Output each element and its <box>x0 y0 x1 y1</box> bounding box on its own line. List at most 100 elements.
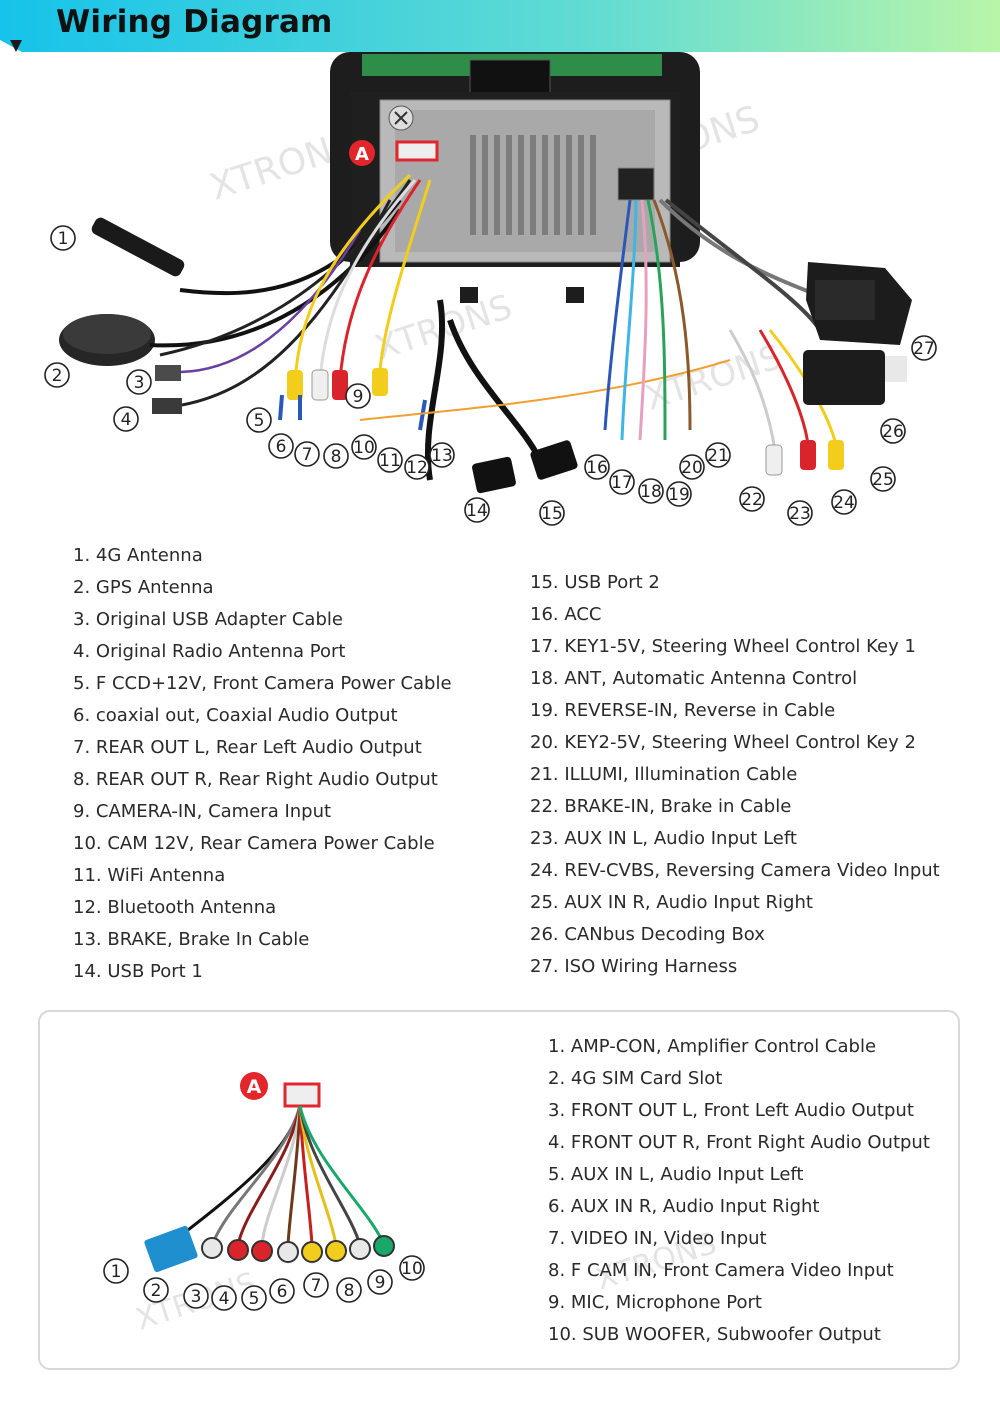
list-item: 21. ILLUMI, Illumination Cable <box>530 764 798 785</box>
callout-number: 15 <box>541 504 563 524</box>
callout-circle <box>609 469 635 495</box>
list-item: 22. BRAKE-IN, Brake in Cable <box>530 796 792 817</box>
list-item: 6. coaxial out, Coaxial Audio Output <box>73 705 398 726</box>
callout-circle <box>246 407 272 433</box>
list-item: 5. AUX IN L, Audio Input Left <box>548 1164 804 1185</box>
header-background <box>0 0 1000 52</box>
list-item: 1. 4G Antenna <box>73 545 203 566</box>
callout-circle <box>880 418 906 444</box>
connector-a-panel <box>38 1010 960 1370</box>
list-item: 2. 4G SIM Card Slot <box>548 1068 723 1089</box>
header-banner: Wiring Diagram <box>0 0 1000 52</box>
list-item: 10. CAM 12V, Rear Camera Power Cable <box>73 833 435 854</box>
list-item: 19. REVERSE-IN, Reverse in Cable <box>530 700 836 721</box>
list-item: 7. VIDEO IN, Video Input <box>548 1228 767 1249</box>
list-item: 24. REV-CVBS, Reversing Camera Video Inp… <box>530 860 940 881</box>
list-item: 11. WiFi Antenna <box>73 865 226 886</box>
list-item: 1. AMP-CON, Amplifier Control Cable <box>548 1036 877 1057</box>
right-legend-list: 15. USB Port 2 16. ACC 17. KEY1-5V, Stee… <box>530 567 940 983</box>
list-item: 20. KEY2-5V, Steering Wheel Control Key … <box>530 732 916 753</box>
callout-circle <box>739 486 765 512</box>
list-item: 9. MIC, Microphone Port <box>548 1292 762 1313</box>
list-item: 6. AUX IN R, Audio Input Right <box>548 1196 820 1217</box>
callout-circle <box>679 454 705 480</box>
page-title: Wiring Diagram <box>56 4 333 40</box>
list-item: 14. USB Port 1 <box>73 961 203 982</box>
callout-number: 24 <box>833 493 855 513</box>
callout-circle <box>787 500 813 526</box>
main-wiring-illustration: XTRONS XTRONS XTRONS XTRONS A <box>44 52 937 526</box>
callout-circle <box>377 447 403 473</box>
callout-number: 14 <box>466 501 488 521</box>
list-item: 3. FRONT OUT L, Front Left Audio Output <box>548 1100 914 1121</box>
callout-number: 10 <box>353 438 375 458</box>
list-item: 27. ISO Wiring Harness <box>530 956 738 977</box>
callout-circle <box>539 500 565 526</box>
connector-a-marker <box>349 140 375 166</box>
callout-number: 18 <box>640 482 662 502</box>
callout-number: 9 <box>353 387 364 407</box>
connector-a-label: A <box>355 144 369 165</box>
callout-circle <box>294 441 320 467</box>
callout-circle <box>429 442 455 468</box>
callout-circle <box>126 369 152 395</box>
list-item: 5. F CCD+12V, Front Camera Power Cable <box>73 673 452 694</box>
list-item: 25. AUX IN R, Audio Input Right <box>530 892 813 913</box>
power-cable-bundle <box>603 198 912 476</box>
list-item: 7. REAR OUT L, Rear Left Audio Output <box>73 737 422 758</box>
list-item: 18. ANT, Automatic Antenna Control <box>530 668 858 689</box>
callout-number: 22 <box>741 490 763 510</box>
callout-number: 23 <box>789 504 811 524</box>
callout-circle <box>44 362 70 388</box>
callout-circle <box>638 478 664 504</box>
callout-circle <box>50 225 76 251</box>
callout-number: 20 <box>681 458 703 478</box>
callout-circle <box>831 489 857 515</box>
connector-a-legend-list: 1. AMP-CON, Amplifier Control Cable 2. 4… <box>548 1031 930 1351</box>
callout-circle <box>666 481 692 507</box>
list-item: 12. Bluetooth Antenna <box>73 897 277 918</box>
callout-number: 25 <box>872 470 894 490</box>
list-item: 8. F CAM IN, Front Camera Video Input <box>548 1260 894 1281</box>
callout-number: 16 <box>586 458 608 478</box>
list-item: 13. BRAKE, Brake In Cable <box>73 929 310 950</box>
callout-circle <box>323 443 349 469</box>
list-item: 10. SUB WOOFER, Subwoofer Output <box>548 1324 881 1345</box>
callout-number: 5 <box>254 411 265 431</box>
list-item: 16. ACC <box>530 604 602 625</box>
callout-circle <box>870 466 896 492</box>
callout-number: 2 <box>52 366 63 386</box>
callout-number: 26 <box>882 422 904 442</box>
callout-circle <box>911 335 937 361</box>
callout-circle <box>351 434 377 460</box>
callout-circle <box>268 433 294 459</box>
callout-number: 11 <box>379 451 401 471</box>
callout-number: 7 <box>302 445 313 465</box>
callout-circle <box>404 454 430 480</box>
list-item: 8. REAR OUT R, Rear Right Audio Output <box>73 769 438 790</box>
callout-number: 1 <box>58 229 69 249</box>
list-item: 4. FRONT OUT R, Front Right Audio Output <box>548 1132 930 1153</box>
list-item: 23. AUX IN L, Audio Input Left <box>530 828 797 849</box>
callout-number: 13 <box>431 446 453 466</box>
list-item: 17. KEY1-5V, Steering Wheel Control Key … <box>530 636 916 657</box>
callout-number: 3 <box>134 373 145 393</box>
list-item: 3. Original USB Adapter Cable <box>73 609 343 630</box>
antenna-cables <box>59 179 412 414</box>
list-item: 2. GPS Antenna <box>73 577 214 598</box>
rca-cluster-left <box>278 173 731 494</box>
callout-number: 27 <box>913 339 935 359</box>
callout-number: 4 <box>121 410 132 430</box>
callout-number: 21 <box>707 446 729 466</box>
callout-circle <box>705 442 731 468</box>
callout-circle <box>113 406 139 432</box>
list-item: 26. CANbus Decoding Box <box>530 924 765 945</box>
callout-circle <box>584 454 610 480</box>
left-legend-list: 1. 4G Antenna 2. GPS Antenna 3. Original… <box>73 540 452 988</box>
callout-number: 8 <box>331 447 342 467</box>
list-item: 9. CAMERA-IN, Camera Input <box>73 801 332 822</box>
callout-circle <box>464 497 490 523</box>
callout-number: 19 <box>668 485 690 505</box>
list-item: 15. USB Port 2 <box>530 572 660 593</box>
